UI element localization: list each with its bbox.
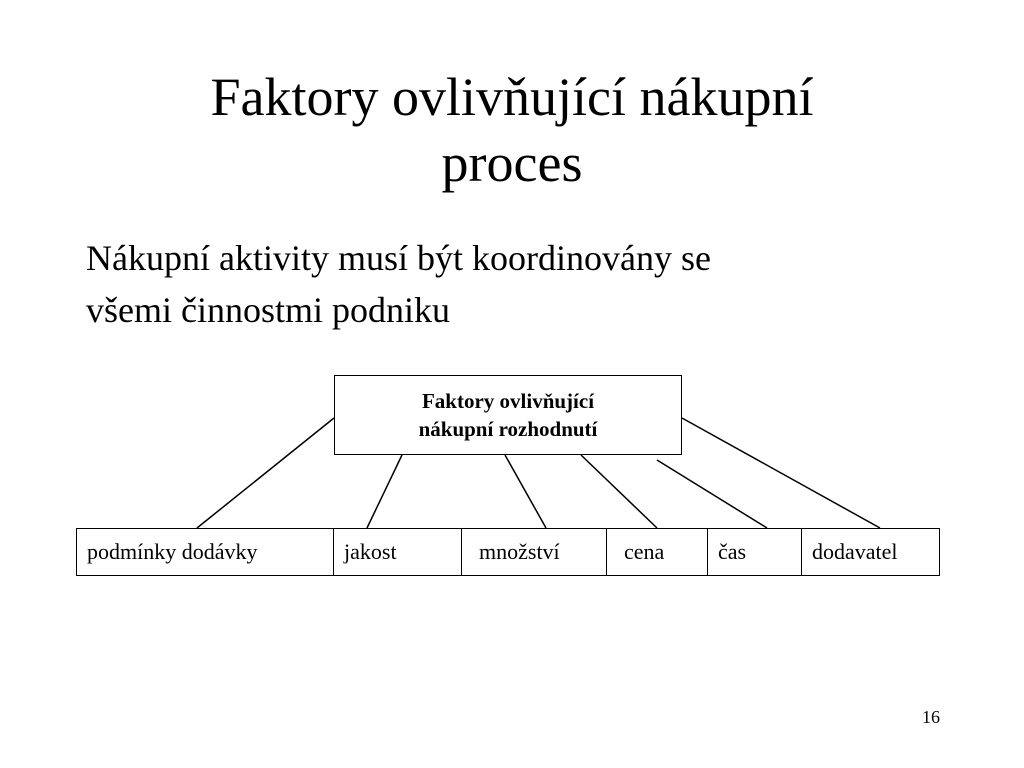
- slide-number: 16: [922, 707, 940, 727]
- connector-line-jakost: [366, 454, 403, 529]
- slide-title-line: Faktory ovlivňující nákupní: [210, 67, 814, 127]
- factor-cell-mnozstvi: množství: [462, 529, 607, 575]
- central-factor-line: nákupní rozhodnutí: [418, 417, 598, 441]
- connector-line-cena: [580, 454, 658, 529]
- slide-title: Faktory ovlivňující nákupní proces: [112, 64, 912, 196]
- factor-cell-jakost: jakost: [334, 529, 462, 575]
- factor-cell-cena: cena: [607, 529, 708, 575]
- central-factor-line: Faktory ovlivňující: [421, 389, 595, 413]
- connector-line-cas: [656, 459, 768, 529]
- slide-body-text: Nákupní aktivity musí být koordinovány s…: [86, 232, 936, 336]
- body-text-line: všemi činnostmi podniku: [86, 290, 450, 330]
- connector-line-dodavatel: [681, 417, 881, 529]
- central-factor-box: Faktory ovlivňující nákupní rozhodnutí: [334, 375, 682, 455]
- factor-cell-dodavatel: dodavatel: [812, 539, 898, 564]
- factor-cell-cas: čas: [708, 529, 802, 575]
- factor-cell-podminky-dodavky: podmínky dodávky: [77, 529, 334, 575]
- factors-row: podmínky dodávky jakost množství cena ča…: [76, 528, 940, 576]
- slide-title-line: proces: [441, 133, 583, 193]
- connector-line-podminky-dodavky: [196, 417, 335, 529]
- body-text-line: Nákupní aktivity musí být koordinovány s…: [86, 238, 711, 278]
- connector-line-mnozstvi: [504, 454, 547, 529]
